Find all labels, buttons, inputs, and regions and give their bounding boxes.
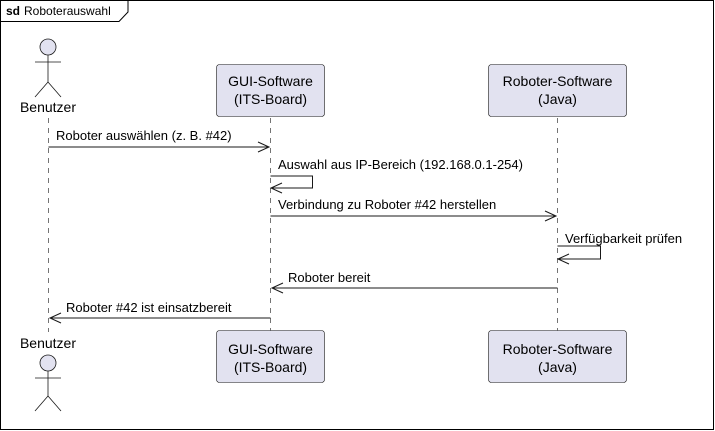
participant-box bbox=[216, 64, 325, 117]
actor-benutzer-top: Benutzer bbox=[20, 38, 76, 115]
message-arrow-line bbox=[270, 175, 313, 189]
participant-label-line1: Roboter-Software bbox=[503, 341, 613, 357]
arrow-head-icon bbox=[269, 182, 283, 194]
stick-figure-icon bbox=[34, 354, 62, 412]
message-6: Roboter #42 ist einsatzbereit bbox=[48, 300, 271, 324]
participant-roboter-software-top: Roboter-Software (Java) bbox=[488, 64, 627, 117]
message-label: Roboter auswählen (z. B. #42) bbox=[56, 128, 232, 143]
stick-figure-icon bbox=[34, 38, 62, 98]
message-label: Verfügbarkeit prüfen bbox=[565, 231, 682, 246]
participant-gui-software-bottom: GUI-Software (ITS-Board) bbox=[216, 330, 325, 383]
actor-label-top: Benutzer bbox=[20, 99, 76, 115]
message-label: Roboter #42 ist einsatzbereit bbox=[66, 300, 232, 315]
message-2: Auswahl aus IP-Bereich (192.168.0.1-254) bbox=[269, 157, 523, 194]
participant-box bbox=[216, 330, 325, 383]
message-label: Verbindung zu Roboter #42 herstellen bbox=[278, 197, 496, 212]
frame-title: sd Roboterauswahl bbox=[6, 4, 111, 18]
participant-label-line2: (Java) bbox=[538, 359, 577, 375]
participant-label-line2: (ITS-Board) bbox=[234, 359, 307, 375]
arrow-head-icon bbox=[556, 253, 570, 265]
frame-name: Roboterauswahl bbox=[24, 4, 111, 18]
participant-box bbox=[488, 64, 627, 117]
arrow-head-icon bbox=[544, 210, 558, 222]
participant-box bbox=[488, 330, 627, 383]
message-arrow-line bbox=[557, 245, 601, 260]
frame-title-tab bbox=[0, 0, 129, 22]
message-5: Roboter bereit bbox=[270, 270, 558, 294]
participant-label-line2: (Java) bbox=[538, 91, 577, 107]
message-4: Verfügbarkeit prüfen bbox=[556, 231, 682, 265]
participant-label-line2: (ITS-Board) bbox=[234, 91, 307, 107]
participant-label-line1: GUI-Software bbox=[228, 73, 313, 89]
participant-roboter-software-bottom: Roboter-Software (Java) bbox=[488, 330, 627, 383]
arrow-head-icon bbox=[270, 282, 284, 294]
message-3: Verbindung zu Roboter #42 herstellen bbox=[270, 197, 558, 222]
message-label: Auswahl aus IP-Bereich (192.168.0.1-254) bbox=[278, 157, 523, 172]
arrow-head-icon bbox=[48, 312, 62, 324]
message-label: Roboter bereit bbox=[288, 270, 371, 285]
actor-benutzer-bottom: Benutzer bbox=[20, 335, 76, 412]
arrow-head-icon bbox=[257, 141, 271, 153]
participant-label-line1: GUI-Software bbox=[228, 341, 313, 357]
participant-gui-software-top: GUI-Software (ITS-Board) bbox=[216, 64, 325, 117]
message-1: Roboter auswählen (z. B. #42) bbox=[48, 128, 271, 153]
participant-label-line1: Roboter-Software bbox=[503, 73, 613, 89]
frame-keyword: sd bbox=[6, 4, 20, 18]
actor-label-bottom: Benutzer bbox=[20, 335, 76, 351]
